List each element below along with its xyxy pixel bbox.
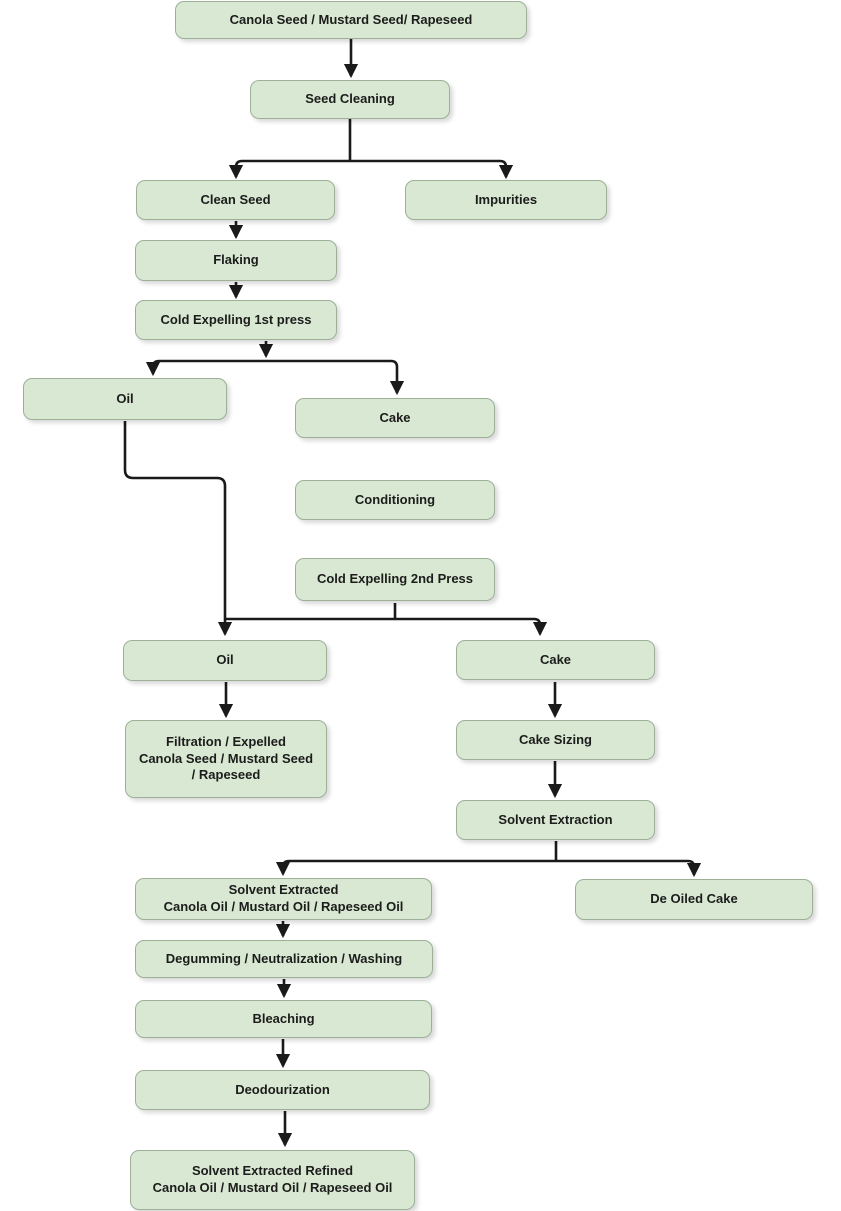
node-flaking: Flaking bbox=[135, 240, 337, 281]
edge-oil1-to-oil2 bbox=[123, 421, 233, 637]
node-cold-expelling-1st-press: Cold Expelling 1st press bbox=[135, 300, 337, 340]
node-seed-cleaning: Seed Cleaning bbox=[250, 80, 450, 119]
node-cold-expelling-2nd-press: Cold Expelling 2nd Press bbox=[295, 558, 495, 601]
node-conditioning: Conditioning bbox=[295, 480, 495, 520]
node-solvent-extracted-oil: Solvent Extracted Canola Oil / Mustard O… bbox=[135, 878, 432, 920]
node-cake-first-press: Cake bbox=[295, 398, 495, 438]
node-clean-seed: Clean Seed bbox=[136, 180, 335, 220]
edge-extraction-to-oil bbox=[275, 859, 556, 877]
node-de-oiled-cake: De Oiled Cake bbox=[575, 879, 813, 920]
edge-cleaning-to-clean-seed bbox=[228, 159, 350, 180]
node-canola-mustard-rapeseed-seed: Canola Seed / Mustard Seed/ Rapeseed bbox=[175, 1, 527, 39]
node-impurities: Impurities bbox=[405, 180, 607, 220]
node-solvent-extracted-refined-oil: Solvent Extracted Refined Canola Oil / M… bbox=[130, 1150, 415, 1210]
node-bleaching: Bleaching bbox=[135, 1000, 432, 1038]
node-cake-sizing: Cake Sizing bbox=[456, 720, 655, 760]
node-deodourization: Deodourization bbox=[135, 1070, 430, 1110]
node-filtration-expelled-oil: Filtration / Expelled Canola Seed / Must… bbox=[125, 720, 327, 798]
node-degumming-neutralization-washing: Degumming / Neutralization / Washing bbox=[135, 940, 433, 978]
edge-cold2-to-cake2 bbox=[395, 617, 548, 637]
edge-cold1-to-oil1 bbox=[145, 359, 266, 377]
node-oil-first-press: Oil bbox=[23, 378, 227, 420]
edge-cleaning-to-impurities bbox=[350, 159, 514, 180]
edge-extraction-to-deoiled-cake bbox=[556, 859, 702, 878]
edge-cold1-to-cake1 bbox=[266, 359, 405, 396]
node-solvent-extraction: Solvent Extraction bbox=[456, 800, 655, 840]
node-oil-second-press: Oil bbox=[123, 640, 327, 681]
node-cake-second-press: Cake bbox=[456, 640, 655, 680]
